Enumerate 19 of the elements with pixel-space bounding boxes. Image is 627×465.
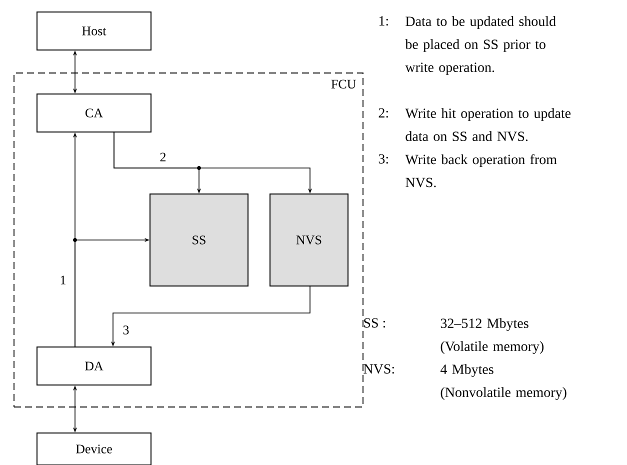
edge-label: 2 bbox=[160, 152, 166, 162]
memory-term: NVS: bbox=[364, 364, 394, 374]
process-box: DA bbox=[36, 346, 152, 386]
memory-description: 4 Mbytes (Nonvolatile memory) bbox=[440, 364, 566, 400]
note-number: 2: bbox=[378, 108, 388, 118]
note-text: Data to be updated should be placed on SS prior to write operation. bbox=[405, 16, 556, 75]
memory-box: SS bbox=[150, 194, 248, 286]
memory-box: NVS bbox=[270, 194, 348, 286]
note-text: Write hit operation to update data on SS and NVS. bbox=[405, 108, 571, 142]
process-box: Host bbox=[36, 12, 152, 50]
note-number: 3: bbox=[378, 154, 388, 164]
process-box: CA bbox=[36, 94, 152, 132]
edge-label: 1 bbox=[60, 276, 66, 284]
note-number: 1: bbox=[379, 16, 388, 26]
note-text: Write back operation from NVS. bbox=[405, 154, 557, 188]
process-box: Device bbox=[36, 432, 152, 465]
edge-label: 3 bbox=[123, 326, 129, 334]
memory-description: 32–512 Mbytes (Volatile memory) bbox=[440, 318, 544, 354]
memory-term: SS : bbox=[364, 318, 386, 328]
